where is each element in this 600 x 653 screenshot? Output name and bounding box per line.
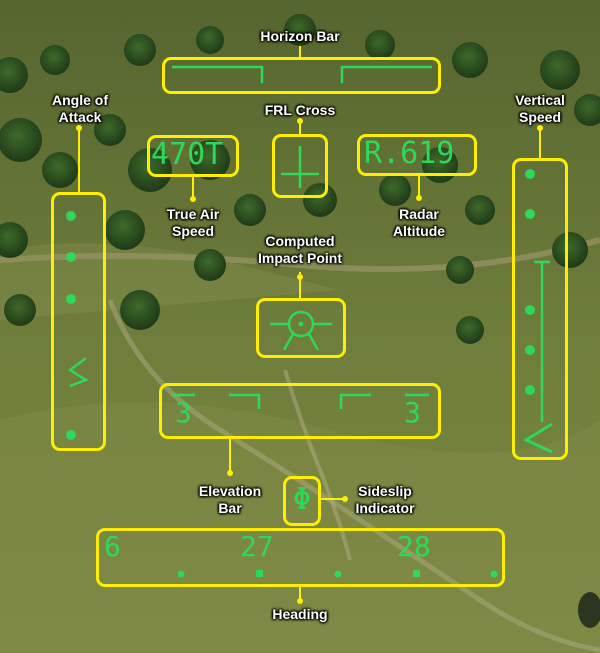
frl-cross-leader bbox=[299, 120, 301, 134]
true-air-speed-readout: 470T bbox=[151, 137, 224, 172]
computed-impact-point-symbol bbox=[270, 310, 332, 351]
angle-of-attack-leader-dot bbox=[76, 125, 82, 131]
sideslip-indicator-leader bbox=[321, 498, 345, 500]
vertical-speed-leader-dot bbox=[537, 125, 543, 131]
vertical-speed-callout bbox=[512, 158, 568, 460]
sideslip-indicator-symbol: Φ bbox=[292, 482, 312, 517]
vertical-speed-label: Vertical Speed bbox=[515, 92, 565, 125]
true-air-speed-leader bbox=[192, 177, 194, 199]
heading-leader bbox=[299, 587, 301, 603]
elevation-bar-label: Elevation Bar bbox=[198, 483, 262, 516]
radar-altitude-callout bbox=[357, 134, 477, 176]
radar-altitude-label: Radar Altitude bbox=[392, 206, 446, 239]
frl-cross-leader-dot bbox=[297, 118, 303, 124]
heading-tape-marks bbox=[177, 570, 498, 578]
sideslip-indicator-leader-dot bbox=[342, 496, 348, 502]
radar-altitude-leader-dot bbox=[416, 195, 422, 201]
sideslip-indicator-label: Sideslip Indicator bbox=[355, 483, 415, 516]
radar-altitude-readout: R.619 bbox=[364, 136, 455, 171]
angle-of-attack-indicator-chevron bbox=[67, 357, 89, 388]
elevation-bar-callout bbox=[159, 383, 441, 439]
heading-callout bbox=[96, 528, 505, 587]
elevation-bar-left-value: 3 bbox=[175, 396, 192, 429]
elevation-bar-right-value: 3 bbox=[404, 396, 421, 429]
horizon-bar-symbol bbox=[172, 65, 432, 83]
angle-of-attack-leader bbox=[78, 128, 80, 192]
computed-impact-point-leader bbox=[299, 272, 301, 299]
elevation-bar-leader-dot bbox=[227, 470, 233, 476]
frl-cross-label: FRL Cross bbox=[264, 102, 336, 118]
sideslip-indicator-callout bbox=[283, 476, 321, 526]
true-air-speed-label: True Air Speed bbox=[166, 206, 220, 239]
horizon-bar-label: Horizon Bar bbox=[260, 28, 340, 44]
radar-altitude-leader bbox=[418, 176, 420, 198]
heading-label: Heading bbox=[272, 606, 328, 622]
computed-impact-point-leader-dot bbox=[297, 274, 303, 280]
angle-of-attack-callout bbox=[51, 192, 106, 451]
computed-impact-point-callout bbox=[256, 298, 346, 358]
true-air-speed-callout bbox=[147, 135, 239, 177]
computed-impact-point-label: Computed Impact Point bbox=[257, 233, 342, 266]
horizon-bar-leader bbox=[299, 46, 301, 58]
vertical-speed-scale bbox=[522, 169, 553, 454]
heading-tick-27: 27 bbox=[240, 530, 274, 563]
heading-leader-dot bbox=[297, 598, 303, 604]
horizon-bar-callout bbox=[162, 57, 441, 94]
frl-cross-callout bbox=[272, 134, 328, 198]
vertical-speed-leader bbox=[539, 128, 541, 159]
elevation-bar-symbol bbox=[171, 393, 429, 409]
frl-cross-symbol bbox=[281, 146, 319, 188]
heading-tick-28: 28 bbox=[397, 530, 431, 563]
angle-of-attack-scale bbox=[66, 211, 76, 440]
elevation-bar-leader bbox=[229, 439, 231, 473]
true-air-speed-leader-dot bbox=[190, 196, 196, 202]
angle-of-attack-label: Angle of Attack bbox=[52, 92, 108, 125]
heading-tick-6: 6 bbox=[104, 530, 121, 563]
